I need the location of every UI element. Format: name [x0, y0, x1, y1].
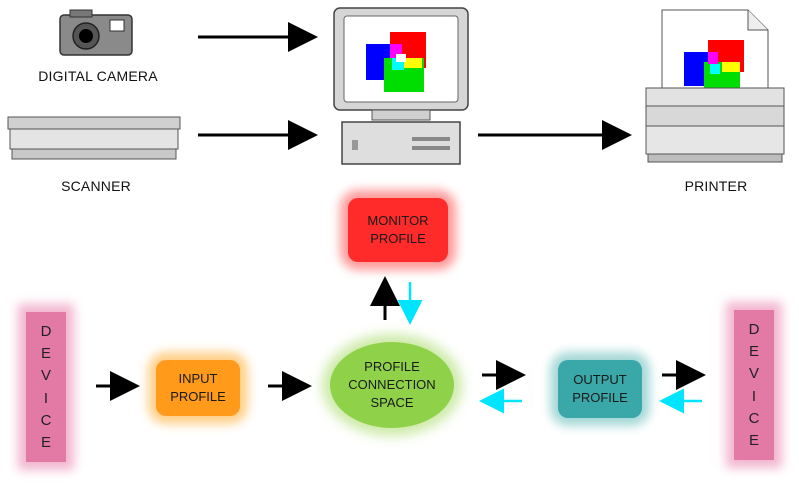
output-profile-line-2: PROFILE — [572, 390, 628, 405]
printer-label: PRINTER — [684, 178, 748, 194]
device-left-letter: C — [40, 411, 52, 429]
monitor-profile-line-2: PROFILE — [370, 231, 426, 246]
monitor-profile-node: MONITOR PROFILE — [348, 198, 448, 262]
monitor-icon — [333, 7, 469, 165]
device-right-letter: D — [748, 320, 760, 338]
device-right-letter: I — [751, 387, 757, 405]
input-profile-line-2: PROFILE — [170, 389, 226, 404]
device-right-node: D E V I C E — [734, 310, 774, 460]
scanner-icon — [7, 116, 181, 160]
device-left-letter: I — [43, 389, 49, 407]
device-left-node: D E V I C E — [26, 312, 66, 462]
input-profile-line-1: INPUT — [178, 371, 218, 386]
pcs-line-1: PROFILE — [364, 359, 420, 374]
device-left-letter: E — [40, 434, 51, 452]
device-left-letter: D — [40, 322, 52, 340]
pcs-line-3: SPACE — [370, 395, 414, 410]
monitor-profile-line-1: MONITOR — [367, 213, 429, 228]
device-right-letter: C — [748, 409, 760, 427]
device-left-letter: V — [40, 367, 51, 385]
output-profile-node: OUTPUT PROFILE — [558, 360, 642, 418]
pcs-line-2: CONNECTION — [348, 377, 436, 392]
pcs-node: PROFILE CONNECTION SPACE — [330, 342, 454, 428]
scanner-label: SCANNER — [61, 178, 131, 194]
printer-icon — [645, 9, 785, 163]
device-left-letter: E — [40, 344, 51, 362]
output-profile-line-1: OUTPUT — [573, 372, 627, 387]
device-right-letter: V — [748, 365, 759, 383]
camera-icon — [59, 9, 133, 56]
device-right-letter: E — [748, 342, 759, 360]
input-profile-node: INPUT PROFILE — [156, 360, 240, 416]
camera-label: DIGITAL CAMERA — [38, 68, 158, 84]
device-right-letter: E — [748, 432, 759, 450]
